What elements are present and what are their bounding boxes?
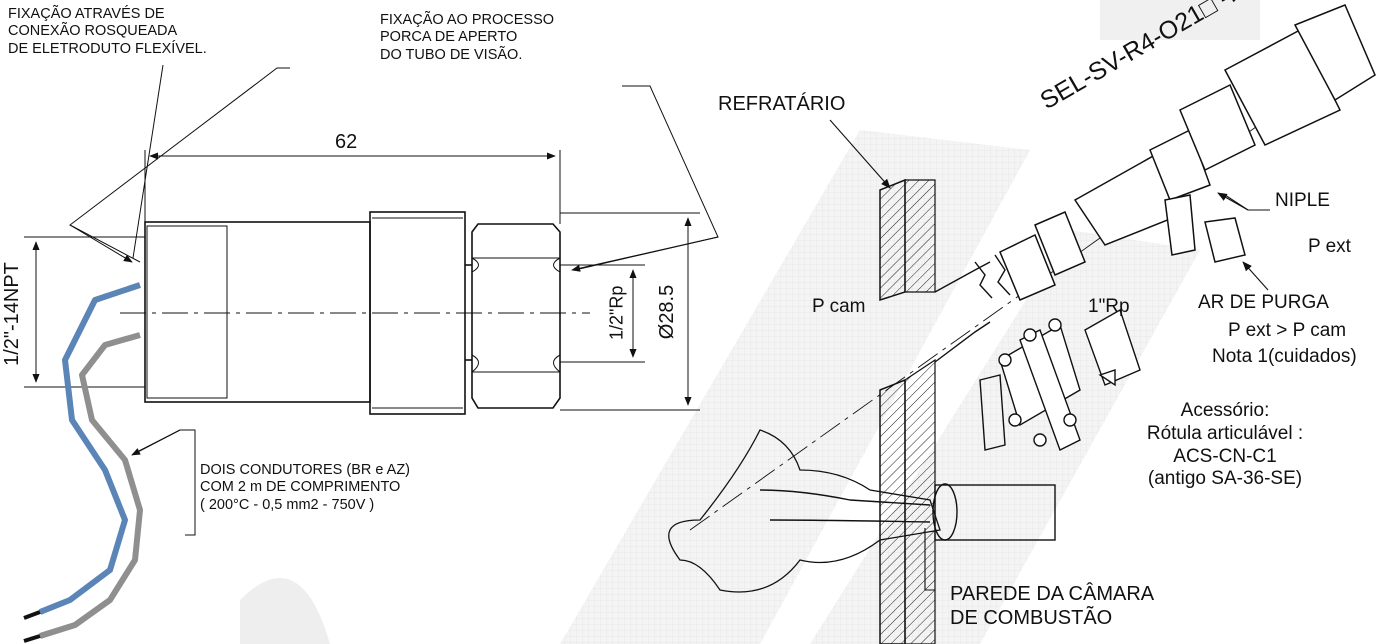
note-line: ( 200°C - 0,5 mm2 - 750V ) <box>200 496 375 513</box>
accessory-line: Acessório: <box>1180 400 1270 421</box>
dimension-length: 62 <box>335 131 358 153</box>
refractory-wall <box>879 178 936 644</box>
sensor-assembly <box>999 4 1376 301</box>
note-line: DE ELETRODUTO FLEXÍVEL. <box>8 40 207 57</box>
label-purge-condition: P ext > P cam <box>1228 320 1347 341</box>
note-line: COM 2 m DE COMPRIMENTO <box>200 479 401 496</box>
label-purge-air: AR DE PURGA <box>1198 292 1329 313</box>
dimension-thread-npt: 1/2"-14NPT <box>0 262 23 366</box>
note-line: CONEXÃO ROSQUEADA <box>8 23 178 40</box>
label-note1: Nota 1(cuidados) <box>1212 346 1357 367</box>
dimensions-left <box>24 64 719 536</box>
label-refractory: REFRATÁRIO <box>718 93 846 115</box>
note-line: PORCA DE APERTO <box>380 29 518 46</box>
note-line: DOIS CONDUTORES (BR e AZ) <box>200 462 411 478</box>
label-p-ext: P ext <box>1308 236 1351 257</box>
note-wires: DOIS CONDUTORES (BR e AZ) COM 2 m DE COM… <box>200 462 410 514</box>
dimension-diameter: Ø28.5 <box>656 284 679 340</box>
ball-joint-accessory <box>979 308 1141 451</box>
label-1in-rp: 1"Rp <box>1088 296 1130 317</box>
dimension-thread-rp: 1/2"Rp <box>606 285 627 341</box>
note-process-fixation: FIXAÇÃO AO PROCESSO PORCA DE APERTO DO T… <box>380 12 554 64</box>
wires <box>23 282 143 643</box>
note-line: FIXAÇÃO AO PROCESSO <box>380 12 555 28</box>
label-p-cam: P cam <box>812 296 866 317</box>
accessory-line: Rótula articulável : <box>1146 422 1304 444</box>
note-line: FIXAÇÃO ATRAVÉS DE <box>8 6 165 22</box>
note-flexible-conduit-fixation: FIXAÇÃO ATRAVÉS DE CONEXÃO ROSQUEADA DE … <box>8 6 207 58</box>
label-chamber-wall: PAREDE DA CÂMARA DE COMBUSTÃO <box>950 582 1154 630</box>
accessory-line: ACS-CN-C1 <box>1173 445 1277 467</box>
label-nipple: NIPLE <box>1275 190 1330 211</box>
chamber-wall-line: PAREDE DA CÂMARA <box>950 583 1155 605</box>
note-line: DO TUBO DE VISÃO. <box>380 46 523 63</box>
accessory-line: (antigo SA-36-SE) <box>1147 468 1303 490</box>
leaders-right <box>829 119 1270 591</box>
sensor-body-drawing <box>120 211 590 415</box>
chamber-wall-line: DE COMBUSTÃO <box>950 607 1113 629</box>
label-accessory: Acessório: Rótula articulável : ACS-CN-C… <box>1120 400 1330 491</box>
